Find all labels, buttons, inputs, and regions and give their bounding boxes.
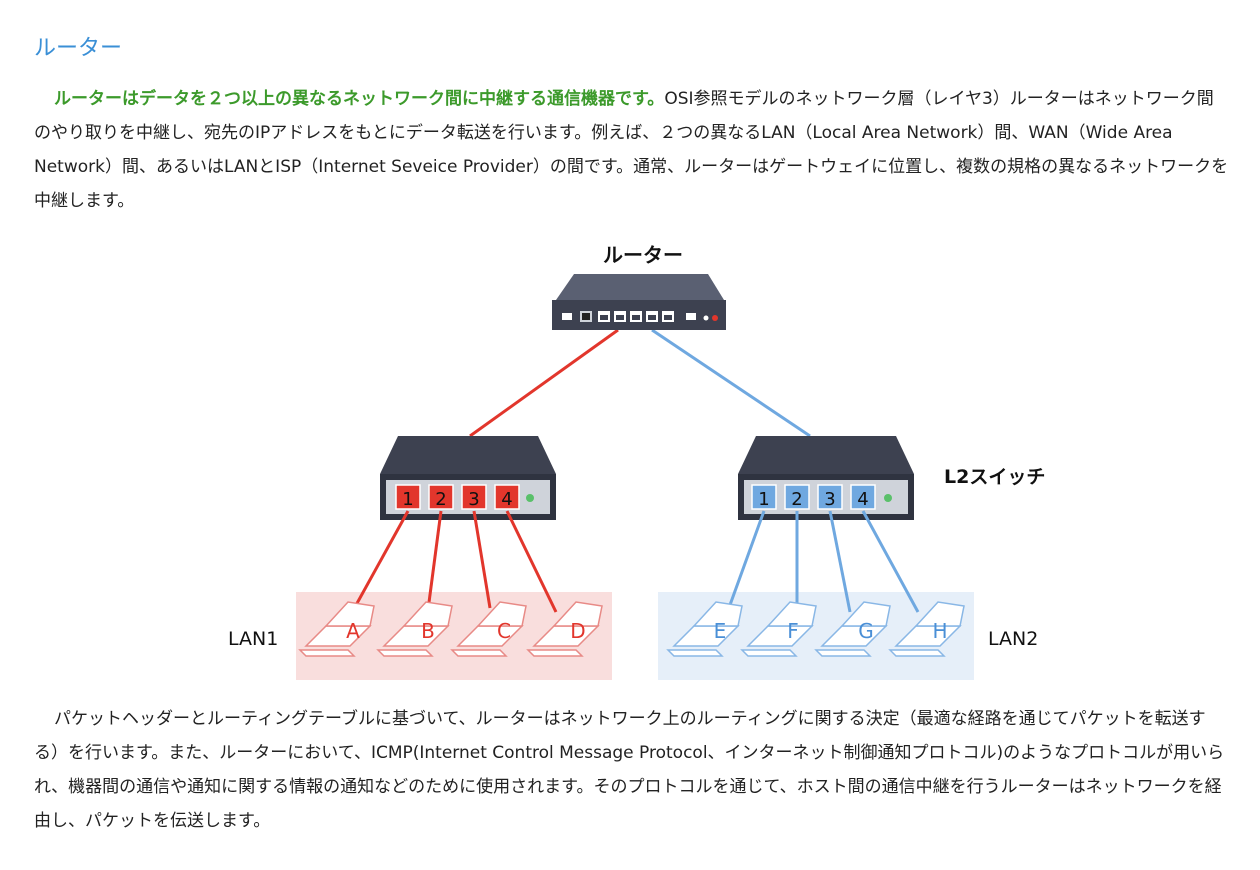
host-label-d: D	[570, 619, 585, 643]
switch1-port-label: 2	[435, 489, 446, 510]
switch1-port-label: 1	[402, 489, 413, 510]
switch1-port-3	[461, 484, 487, 510]
switch2-port-label: 4	[857, 489, 868, 510]
network-diagram: ルーター L2スイッチ	[228, 243, 1045, 680]
intro-paragraph: ルーターはデータを２つ以上の異なるネットワーク間に中継する通信機器です。OSI参…	[34, 82, 1230, 218]
intro-lead-text: ルーターはデータを２つ以上の異なるネットワーク間に中継する通信機器です。	[54, 89, 665, 109]
lan1-cables	[348, 510, 558, 617]
switch1-port-label: 3	[468, 489, 479, 510]
host-label-f: F	[787, 619, 799, 643]
switch2-port-label: 2	[791, 489, 802, 510]
host-label-b: B	[421, 619, 435, 643]
switch2-port-4	[850, 484, 876, 510]
switch2-port-label: 3	[824, 489, 835, 510]
switch1-port-2	[428, 484, 454, 510]
lan1-label: LAN1	[228, 628, 278, 650]
lan2-label: LAN2	[988, 628, 1038, 650]
switch2-port-3	[817, 484, 843, 510]
host-label-e: E	[714, 619, 727, 643]
switch1-port-1	[395, 484, 421, 510]
section-heading: ルーター	[34, 36, 123, 61]
routing-paragraph: パケットヘッダーとルーティングテーブルに基づいて、ルーターはネットワーク上のルー…	[34, 702, 1230, 838]
laptop-a-icon	[298, 601, 375, 657]
laptop-e-icon	[666, 601, 743, 657]
lan2-host-labels: E F G H	[714, 619, 948, 643]
host-label-c: C	[497, 619, 511, 643]
routing-paragraph-text: パケットヘッダーとルーティングテーブルに基づいて、ルーターはネットワーク上のルー…	[34, 709, 1225, 831]
router-to-switch2-cable	[651, 328, 811, 438]
lan1-host-labels: A B C D	[346, 619, 586, 643]
laptop-b-icon	[376, 601, 453, 657]
switch-label: L2スイッチ	[944, 466, 1045, 488]
intro-body-text: OSI参照モデルのネットワーク層（レイヤ3）ルーターはネットワーク間のやり取りを…	[34, 89, 1229, 211]
laptop-f-icon	[740, 601, 817, 657]
laptop-d-icon	[526, 601, 603, 657]
switch2-port-label: 1	[758, 489, 769, 510]
switch1-ports: 1 2 3 4	[395, 484, 520, 510]
switch1-port-label: 4	[501, 489, 512, 510]
laptop-g-icon	[814, 601, 891, 657]
host-label-g: G	[858, 619, 874, 643]
router-to-switch1-cable	[469, 328, 619, 438]
switch2-port-1	[751, 484, 777, 510]
switch1-port-4	[494, 484, 520, 510]
host-label-h: H	[932, 619, 947, 643]
laptop-c-icon	[450, 601, 527, 657]
switch2-ports: 1 2 3 4	[751, 484, 876, 510]
router-device	[552, 274, 726, 330]
router-label: ルーター	[603, 243, 683, 267]
switch2-port-2	[784, 484, 810, 510]
lan2-cables	[724, 510, 920, 617]
host-label-a: A	[346, 619, 360, 643]
laptop-h-icon	[888, 601, 965, 657]
